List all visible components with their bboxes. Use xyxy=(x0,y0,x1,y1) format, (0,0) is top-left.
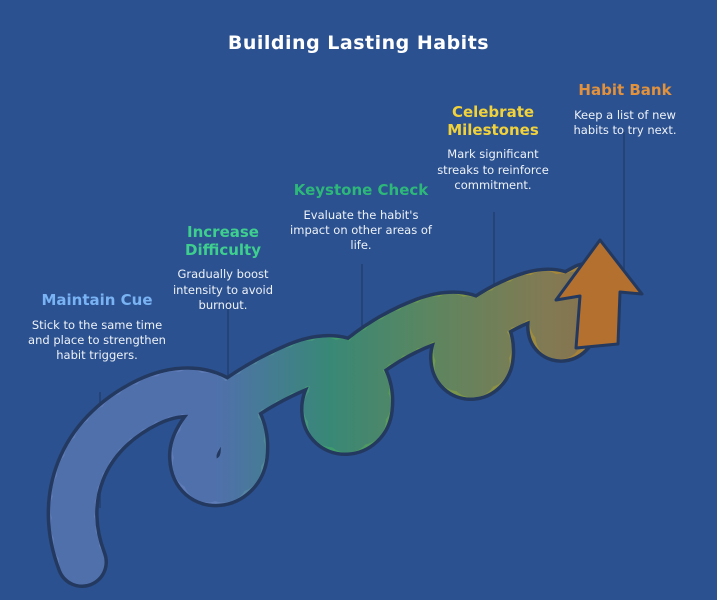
stage-title-keystone-check: Keystone Check xyxy=(293,181,429,199)
stage-description-increase-difficulty: Gradually boost intensity to avoid burno… xyxy=(172,267,274,312)
stage-habit-bank: Habit Bank Keep a list of new habits to … xyxy=(555,81,695,138)
stage-maintain-cue: Maintain Cue Stick to the same time and … xyxy=(22,291,172,363)
stage-description-habit-bank: Keep a list of new habits to try next. xyxy=(573,107,677,137)
stage-description-celebrate-milestones: Mark significant streaks to reinforce co… xyxy=(437,147,549,192)
ribbon-wave xyxy=(46,262,612,588)
stage-title-increase-difficulty: Increase Difficulty xyxy=(185,223,261,259)
stage-title-celebrate-milestones: Celebrate Milestones xyxy=(447,103,539,139)
stage-title-maintain-cue: Maintain Cue xyxy=(41,291,153,309)
stage-title-habit-bank: Habit Bank xyxy=(578,81,672,99)
page-title: Building Lasting Habits xyxy=(227,32,490,54)
stage-keystone-check: Keystone Check Evaluate the habit's impa… xyxy=(282,181,440,253)
stage-description-keystone-check: Evaluate the habit's impact on other are… xyxy=(290,207,432,253)
arrow-up-icon xyxy=(554,238,644,350)
ribbon-sketch-texture xyxy=(50,265,609,585)
stage-description-maintain-cue: Stick to the same time and place to stre… xyxy=(28,317,166,363)
stage-celebrate-milestones: Celebrate Milestones Mark significant st… xyxy=(426,103,560,193)
stage-increase-difficulty: Increase Difficulty Gradually boost inte… xyxy=(162,223,284,313)
ribbon-body xyxy=(50,265,609,585)
